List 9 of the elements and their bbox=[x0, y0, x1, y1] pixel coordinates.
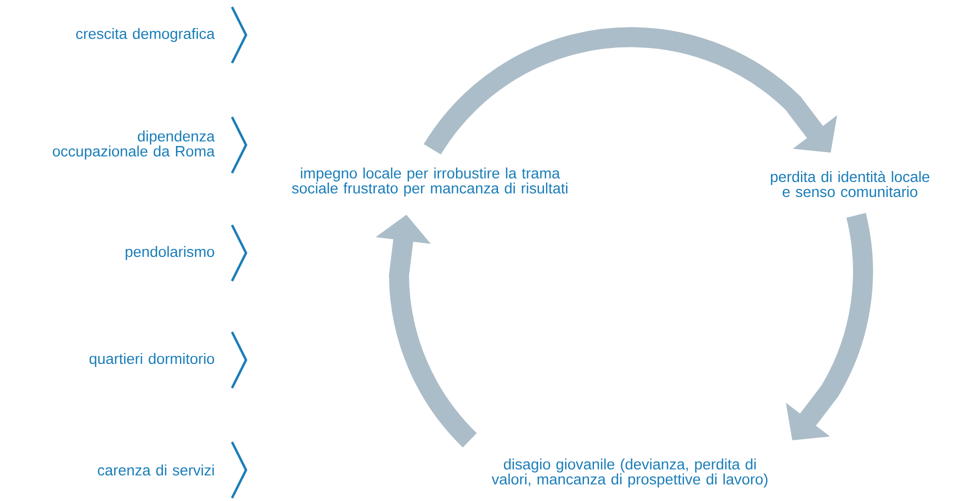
factor-label: dipendenza occupazionale da Roma bbox=[52, 130, 215, 160]
cycle-label: perdita di identità locale e senso comunitario bbox=[770, 170, 930, 198]
factor-label: pendolarismo bbox=[126, 246, 214, 260]
factor-label: quartieri dormitorio bbox=[90, 353, 214, 367]
cycle-arrow bbox=[424, 27, 838, 155]
cycle-label: disagio giovanile (devianza, perdita di valori, mancanza di prospettive di lavoro) bbox=[492, 458, 768, 488]
factor-label: crescita demografica bbox=[76, 28, 215, 42]
factor-label: carenza di servizi bbox=[98, 464, 214, 476]
cycle-label: impegno locale per irrobustire la trama sociale frustrato per mancanza di risultati bbox=[292, 168, 568, 196]
